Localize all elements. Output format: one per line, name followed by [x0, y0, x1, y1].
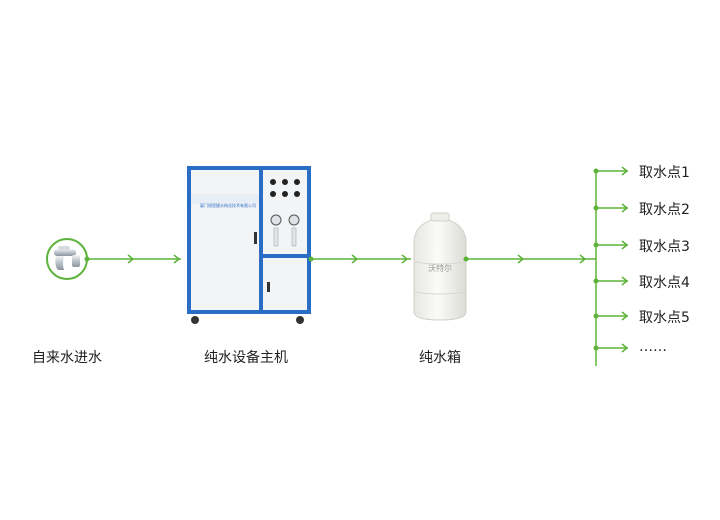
- water-tank-icon: [413, 212, 467, 321]
- water-purifier-machine-icon: [187, 166, 311, 324]
- outlet-label-2: 取水点2: [639, 202, 690, 218]
- machine-nameplate: 厦门锐思捷水纯化技术有限公司: [200, 203, 256, 208]
- outlet-label-1: 取水点1: [639, 165, 690, 181]
- flow-junction-dot: [308, 256, 314, 262]
- flow-arrow: [621, 311, 629, 321]
- tank-label: 纯水箱: [419, 350, 461, 366]
- outlet-label-3: 取水点3: [639, 239, 690, 255]
- outlet-label-4: 取水点4: [639, 275, 690, 291]
- flow-arrow: [351, 254, 359, 264]
- flow-lines: [84, 166, 629, 366]
- machine-label: 纯水设备主机: [204, 350, 288, 366]
- flow-arrow: [621, 203, 629, 213]
- outlet-label-6: ……: [639, 339, 667, 355]
- flow-arrow: [621, 240, 629, 250]
- flow-arrow: [579, 254, 587, 264]
- flow-arrow: [621, 343, 629, 353]
- flow-arrow: [127, 254, 135, 264]
- flow-junction-dot: [463, 256, 469, 262]
- flow-arrow: [517, 254, 525, 264]
- tank-brand-text: 沃特尔: [428, 264, 452, 273]
- flow-arrow: [173, 254, 181, 264]
- outlet-label-5: 取水点5: [639, 310, 690, 326]
- source-label: 自来水进水: [32, 350, 102, 366]
- faucet-icon: [46, 238, 88, 280]
- flow-arrow: [621, 166, 629, 176]
- flow-junction-dot: [84, 256, 90, 262]
- flow-arrow: [621, 276, 629, 286]
- flow-arrow: [401, 254, 409, 264]
